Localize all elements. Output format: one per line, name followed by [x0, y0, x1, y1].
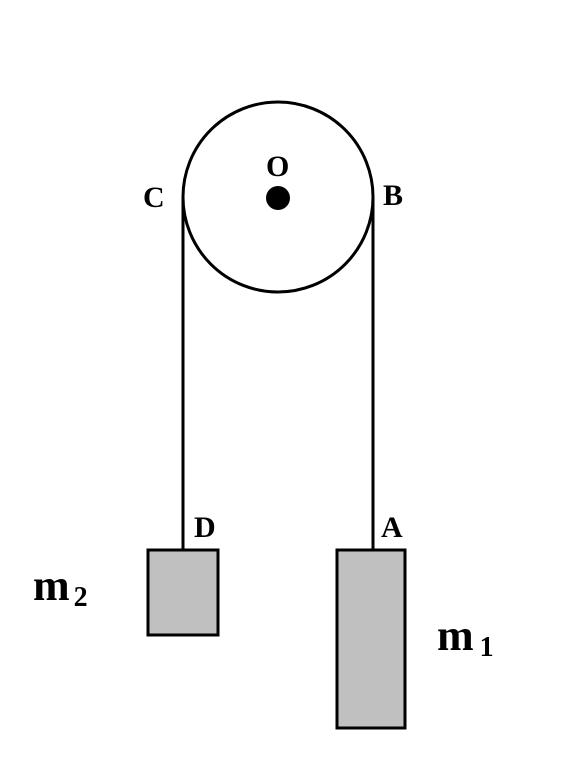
block-m1 [335, 548, 407, 730]
block-m2 [146, 548, 220, 637]
mass-subscript-m1: 1 [480, 632, 494, 663]
label-o: O [266, 150, 289, 183]
label-d: D [194, 511, 216, 544]
label-b: B [383, 179, 403, 212]
mass-symbol-m2: m [33, 561, 70, 610]
mass-symbol-m1: m [437, 611, 474, 660]
mass-subscript-m2: 2 [74, 582, 88, 613]
pulley-axle [266, 186, 290, 210]
label-a: A [381, 511, 403, 544]
label-c: C [143, 181, 165, 214]
